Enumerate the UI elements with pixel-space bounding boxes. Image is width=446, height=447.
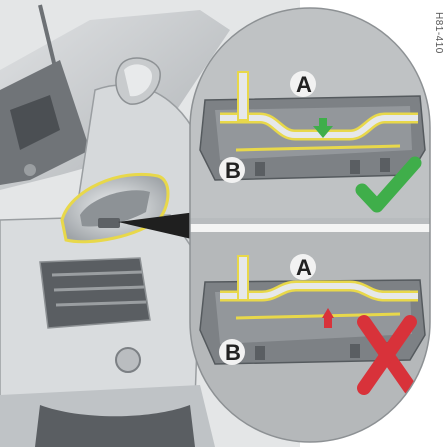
top-label-a-badge: A	[290, 71, 316, 97]
fog-light	[116, 348, 140, 372]
bottom-label-b: B	[225, 340, 241, 365]
panel-divider	[190, 224, 430, 232]
top-label-b: B	[225, 158, 241, 183]
front-grille	[40, 258, 150, 328]
bottom-label-b-badge: B	[219, 339, 245, 365]
reference-code: H81-410	[433, 12, 444, 54]
bottom-label-a-badge: A	[290, 254, 316, 280]
top-label-a: A	[296, 72, 312, 97]
detail-callout: A B	[190, 8, 430, 442]
bottom-label-a: A	[296, 255, 312, 280]
emblem	[24, 164, 36, 176]
top-label-b-badge: B	[219, 157, 245, 183]
